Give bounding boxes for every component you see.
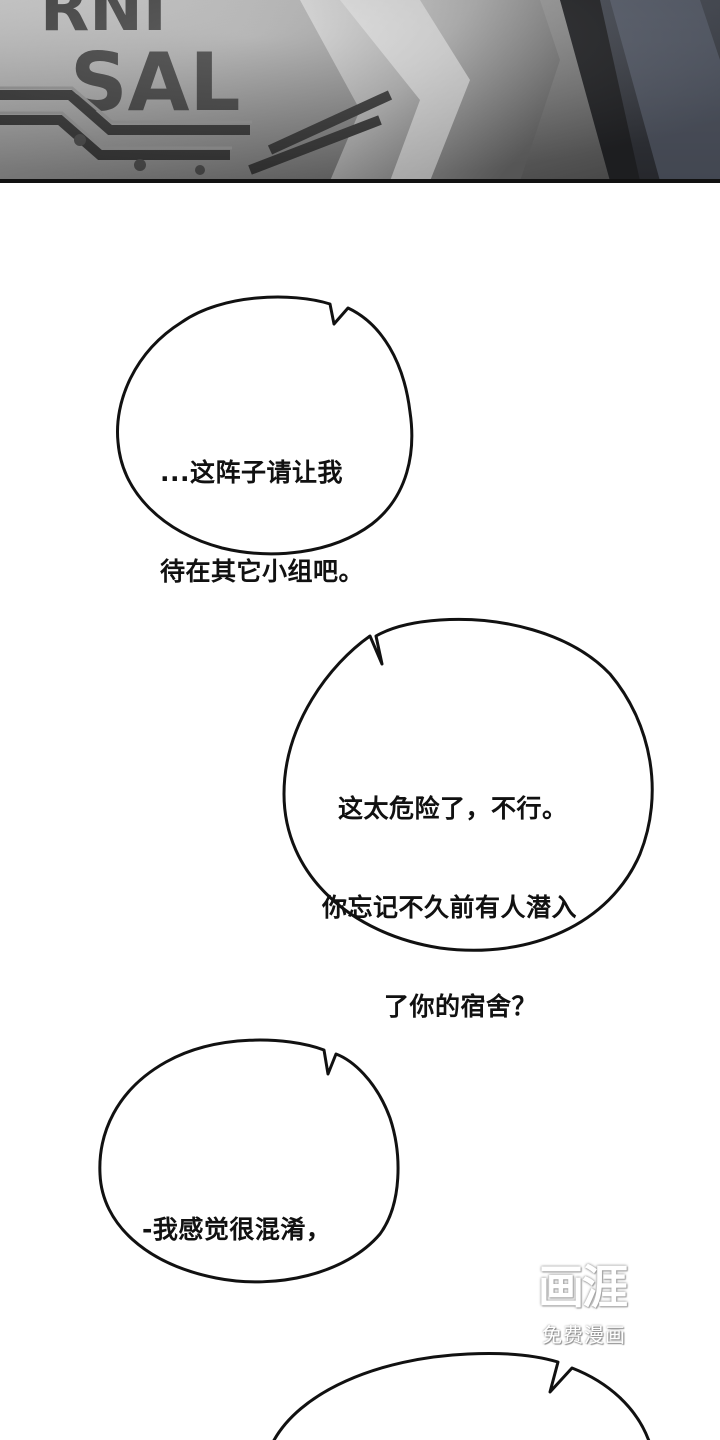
panel-artwork: RNI SAL — [0, 0, 720, 181]
speech-bubble-2: 这太危险了，不行。 你忘记不久前有人潜入 了你的宿舍？ — [280, 614, 656, 1021]
bubble-2-line-2: 你忘记不久前有人潜入 — [322, 893, 578, 922]
bubble-1-text: ...这阵子请让我 待在其它小组吧。 — [160, 390, 364, 654]
bubble-3-text: -我感觉很混淆， — [142, 1147, 331, 1312]
watermark-subtitle: 免费漫画 — [542, 1323, 626, 1347]
bubble-2-line-3: 了你的宿舍？ — [384, 992, 538, 1021]
watermark: 画涯 免费漫画 — [536, 1258, 660, 1358]
bubble-2-line-1: 这太危险了，不行。 — [338, 794, 568, 823]
watermark-logo: 画涯 — [538, 1260, 628, 1314]
comic-panel-top: RNI SAL — [0, 0, 720, 181]
speech-bubble-4 — [268, 1351, 660, 1440]
bubble-1-line-2: 待在其它小组吧。 — [160, 557, 365, 586]
bubble-3-line-1: -我感觉很混淆， — [142, 1215, 332, 1244]
panel-border — [0, 179, 720, 183]
speech-bubble-1: ...这阵子请让我 待在其它小组吧。 — [112, 292, 418, 586]
bubble-outline — [116, 295, 414, 556]
speech-bubble-3: -我感觉很混淆， — [96, 1034, 402, 1288]
bubble-2-text: 这太危险了，不行。 你忘记不久前有人潜入 了你的宿舍？ — [322, 726, 577, 1089]
bubble-outline — [98, 1038, 400, 1284]
bubble-1-line-1: ...这阵子请让我 — [160, 458, 343, 487]
bubble-outline — [272, 1351, 651, 1440]
bubble-outline — [282, 617, 654, 952]
